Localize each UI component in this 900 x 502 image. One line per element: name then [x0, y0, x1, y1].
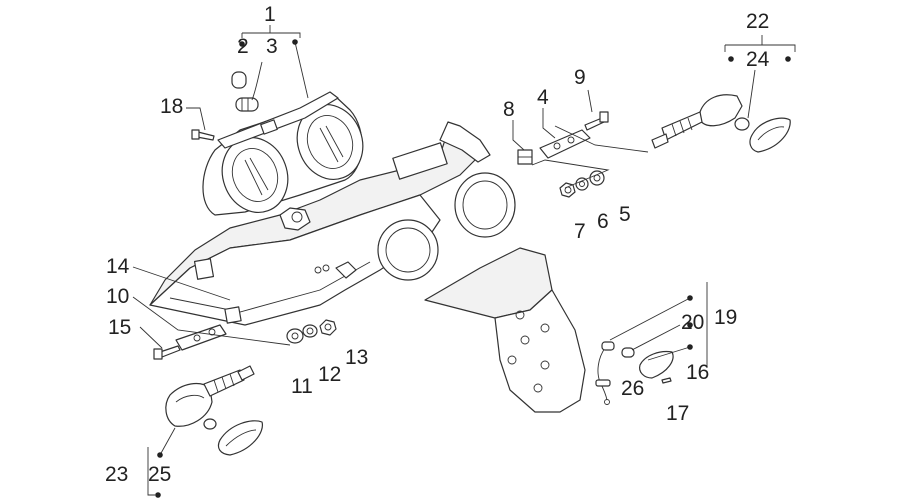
leader-dots	[155, 39, 791, 498]
bulb-24	[734, 117, 750, 131]
callout-8: 8	[503, 98, 515, 121]
callout-26: 26	[621, 377, 644, 400]
rings-frame	[377, 121, 516, 281]
callout-1: 1	[264, 3, 276, 26]
indicator-right-front	[651, 94, 743, 149]
callout-3: 3	[266, 35, 278, 58]
indicator-left-rear	[165, 365, 255, 427]
callout-16: 16	[686, 361, 709, 384]
callout-24: 24	[746, 48, 770, 71]
callout-14: 14	[106, 255, 130, 278]
callout-25: 25	[148, 463, 171, 486]
washer-11	[286, 328, 304, 344]
screw-9	[584, 111, 609, 131]
bulb-3	[235, 97, 259, 112]
callout-12: 12	[318, 363, 341, 386]
screw-15	[153, 345, 181, 360]
callout-labels: 1 2 3 4 5 6 7 8 9 10 11 12 13 14 15 16 1…	[105, 3, 770, 486]
washer-5	[589, 170, 605, 186]
bulb-25	[203, 418, 217, 430]
callout-2: 2	[237, 35, 249, 58]
callout-17: 17	[666, 402, 689, 425]
lens-16	[639, 350, 674, 379]
leader-lines	[132, 25, 796, 496]
wire-26	[595, 341, 615, 405]
callout-15: 15	[108, 316, 131, 339]
lens-24	[749, 117, 791, 153]
bulb-20	[621, 347, 635, 358]
small-holes	[314, 261, 357, 279]
bracket-10	[175, 324, 227, 351]
callout-20: 20	[681, 311, 704, 334]
callout-5: 5	[619, 203, 631, 226]
washer-6	[575, 177, 589, 191]
clip-8	[517, 149, 533, 165]
bulb-2	[231, 71, 247, 89]
callout-9: 9	[574, 66, 586, 89]
screw-18	[191, 129, 215, 141]
callout-7: 7	[574, 220, 586, 243]
callout-18: 18	[160, 95, 183, 118]
callout-13: 13	[345, 346, 368, 369]
headlight-assembly	[202, 91, 364, 216]
lens-25	[217, 420, 263, 456]
washer-12	[302, 324, 318, 338]
callout-19: 19	[714, 306, 737, 329]
callout-10: 10	[106, 285, 129, 308]
licence-plate-holder	[424, 247, 586, 413]
callout-22: 22	[746, 10, 769, 33]
callout-6: 6	[597, 210, 609, 233]
callout-23: 23	[105, 463, 128, 486]
nut-7	[559, 182, 576, 198]
screw-17	[661, 377, 672, 384]
nut-13	[319, 319, 337, 336]
bracket-4	[539, 129, 591, 159]
callout-4: 4	[537, 86, 549, 109]
callout-11: 11	[291, 375, 313, 398]
